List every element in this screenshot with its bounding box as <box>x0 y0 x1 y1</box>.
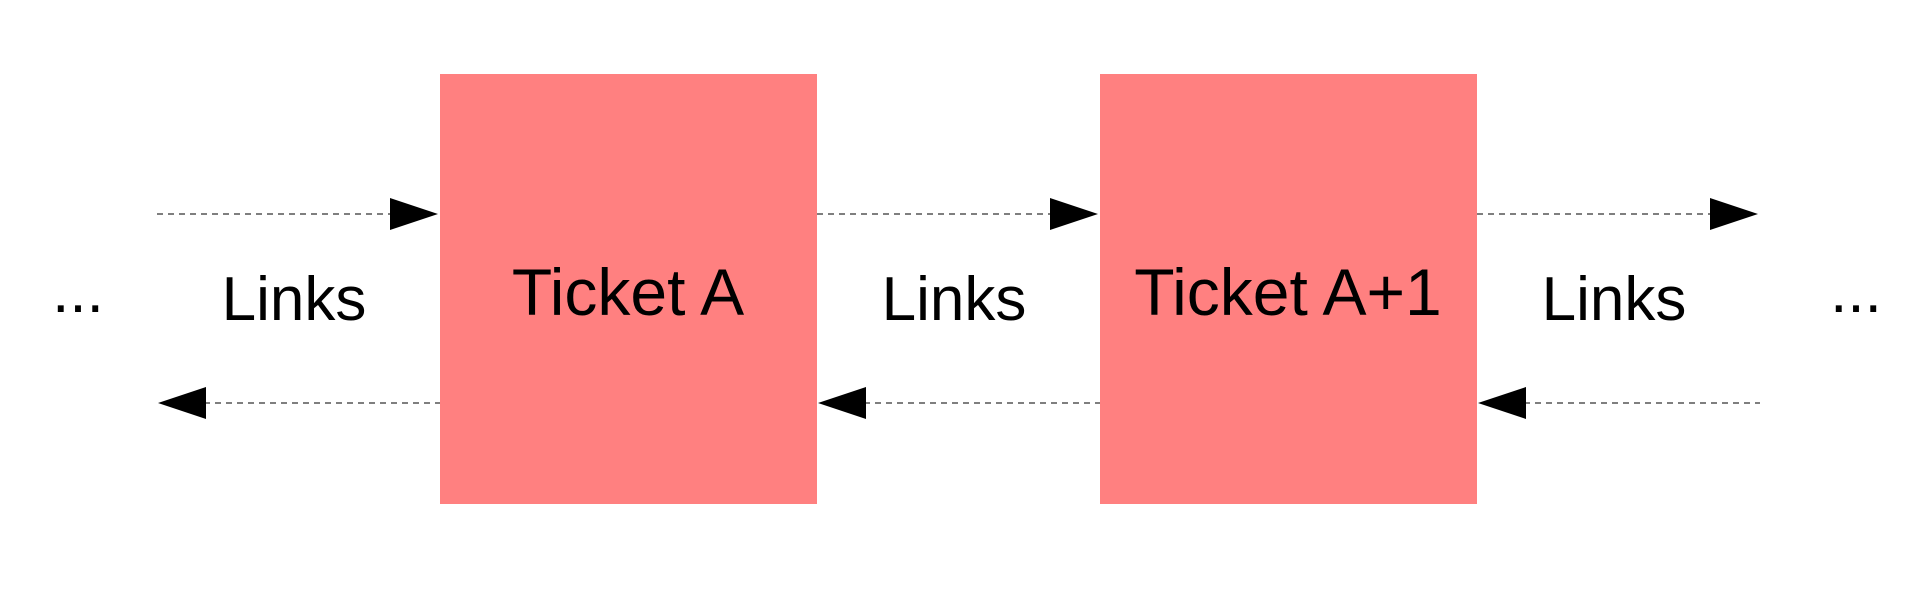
links-label-right: Links <box>1542 265 1687 334</box>
ticket-a-label: Ticket A <box>512 255 744 329</box>
backward-arrow-1 <box>158 387 440 419</box>
links-label-middle: Links <box>882 265 1027 334</box>
backward-arrow-3 <box>1478 387 1760 419</box>
ticket-a-plus-1-box <box>1100 74 1477 504</box>
forward-arrow-1 <box>157 198 438 230</box>
backward-arrow-2 <box>818 387 1100 419</box>
forward-arrow-3 <box>1477 198 1758 230</box>
left-ellipsis: ... <box>52 257 104 326</box>
ticket-a-plus-1-label: Ticket A+1 <box>1134 255 1442 329</box>
forward-arrow-2 <box>817 198 1098 230</box>
right-ellipsis: ... <box>1830 257 1882 326</box>
ticket-a-box <box>440 74 817 504</box>
links-label-left: Links <box>222 265 367 334</box>
